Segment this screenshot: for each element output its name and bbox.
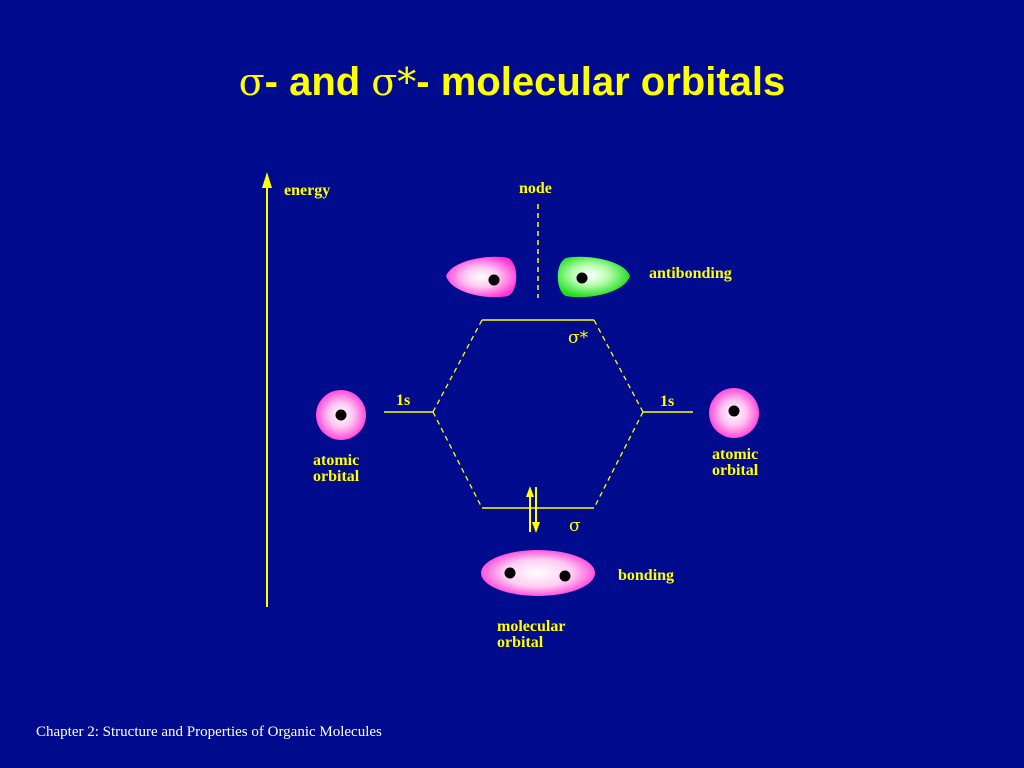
antibonding-lobe-left xyxy=(446,256,517,298)
sigma-label: σ xyxy=(569,516,581,536)
sigma-star-label: σ* xyxy=(568,328,589,348)
bonding-label: bonding xyxy=(618,567,674,584)
node-label: node xyxy=(519,180,552,197)
energy-axis xyxy=(262,172,272,607)
nucleus-dot xyxy=(576,272,588,284)
nucleus-dot xyxy=(728,405,740,417)
footer-chapter-text: Chapter 2: Structure and Properties of O… xyxy=(36,724,382,740)
nucleus-dot xyxy=(559,570,571,582)
slide-title: σ- and σ*- molecular orbitals xyxy=(0,52,1024,112)
molecular-orbital-label-line1: molecular xyxy=(497,618,565,635)
title-sigma-star-symbol: σ* xyxy=(371,60,417,104)
left-atomic-label-line1: atomic xyxy=(313,452,359,469)
title-sigma-symbol: σ xyxy=(238,60,265,104)
nucleus-dot xyxy=(488,274,500,286)
title-dash-2: - xyxy=(416,60,441,104)
electron-pair-arrows xyxy=(526,486,540,533)
antibonding-label: antibonding xyxy=(649,265,732,282)
nucleus-dot xyxy=(504,567,516,579)
antibonding-orbital xyxy=(446,256,630,298)
antibonding-lobe-right xyxy=(557,256,630,298)
title-dash: - xyxy=(264,60,290,104)
right-atomic-label-line1: atomic xyxy=(712,446,758,463)
right-atomic-label-line2: orbital xyxy=(712,462,759,479)
left-atomic-label-line2: orbital xyxy=(313,468,360,485)
title-and: and xyxy=(289,60,372,104)
title-rest: molecular orbitals xyxy=(440,60,786,104)
left-atomic-orbital xyxy=(316,390,366,440)
right-1s-label: 1s xyxy=(660,393,674,410)
right-atomic-orbital xyxy=(709,388,759,438)
bonding-orbital xyxy=(481,550,595,596)
correlation-lines xyxy=(432,319,644,509)
energy-label: energy xyxy=(284,182,330,199)
molecular-orbital-label-line2: orbital xyxy=(497,634,544,651)
left-1s-label: 1s xyxy=(396,392,410,409)
nucleus-dot xyxy=(335,409,347,421)
